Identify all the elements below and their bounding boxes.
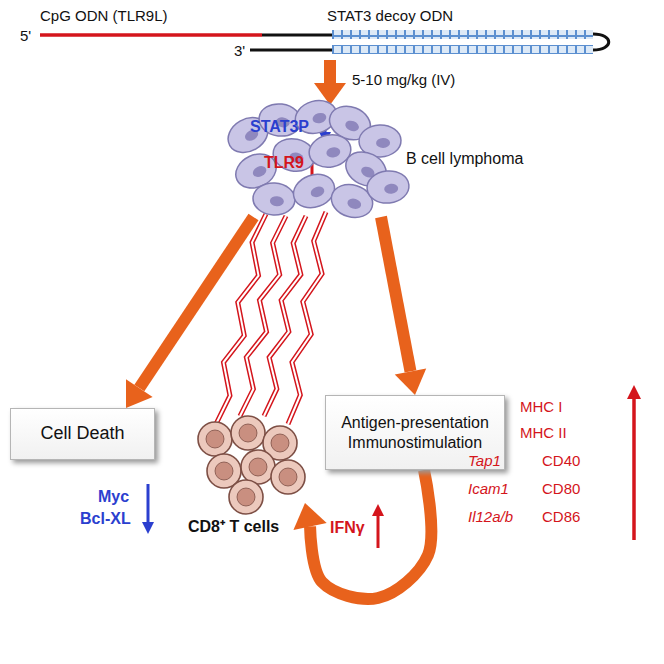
marker-label: MHC II (520, 424, 567, 442)
arrow-head (395, 368, 426, 395)
decoy-strand (332, 30, 593, 39)
strand-end: 5' (20, 27, 31, 45)
lymphoma-cluster: STAT3PTLR9B cell lymphoma (228, 105, 398, 217)
arrow-shaft (324, 60, 336, 83)
arrow-shaft (310, 470, 431, 599)
lightning-bolt (288, 212, 326, 424)
arrow-shaft (139, 217, 253, 388)
gene-label: Il12a/b (468, 508, 513, 526)
t-cell (241, 450, 275, 484)
strand-end: 3' (234, 42, 245, 60)
arrow-head (126, 379, 153, 408)
node-label: CD8⁺ T cells (188, 517, 279, 536)
node-label: CpG ODN (TLR9L) (40, 7, 168, 25)
arrow-shaft (381, 217, 410, 371)
cpg-strand (40, 33, 262, 37)
cytokine-label: IFNγ (330, 518, 365, 537)
hairpin-loop (593, 34, 609, 50)
node-label: STAT3 decoy ODN (327, 7, 453, 25)
up-arrow (632, 392, 636, 540)
t-cells (190, 415, 305, 515)
gene-label: Myc (98, 487, 129, 506)
lightning-bolt (240, 216, 286, 416)
flow-arrow (293, 470, 431, 599)
oligo-strands (40, 30, 609, 54)
t-cell (231, 416, 265, 450)
t-cell (229, 480, 263, 514)
oligo-construct: CpG ODN (TLR9L) STAT3 decoy ODN (15, 5, 615, 60)
flow-arrow (126, 217, 254, 408)
flow-arrow (381, 217, 426, 395)
marker-label: CD40 (542, 452, 580, 470)
marker-label: CD86 (542, 508, 580, 526)
flow-arrow (314, 60, 346, 105)
box-title: Cell Death (40, 423, 124, 445)
decoy-strand (332, 45, 593, 54)
arrow-head (293, 503, 326, 530)
tumor-cell (365, 169, 410, 205)
lightning-bolt (240, 216, 286, 416)
up-arrow (377, 510, 380, 548)
marker-label: MHC I (520, 398, 563, 416)
dose-label: 5-10 mg/kg (IV) (350, 71, 457, 89)
linker-strand (250, 49, 332, 52)
t-cell-cluster: CD8⁺ T cells (190, 415, 305, 515)
marker-label: CD80 (542, 480, 580, 498)
t-cell (198, 422, 232, 456)
box-title: Antigen-presentation Immunostimulation (336, 413, 494, 451)
t-cell (271, 460, 305, 494)
gene-label: Tap1 (468, 452, 501, 470)
linker-strand (262, 34, 332, 37)
node-label: TLR9 (264, 153, 304, 172)
tumor-cell (252, 182, 296, 216)
gene-label: Bcl-XL (80, 509, 131, 528)
outcome-box: Cell Death (10, 408, 155, 460)
lightning-bolt (288, 212, 326, 424)
down-arrow (147, 484, 150, 528)
tumor-cell (289, 169, 339, 213)
gene-label: Icam1 (468, 480, 509, 498)
node-label: B cell lymphoma (406, 149, 523, 168)
node-label: STAT3P (250, 117, 309, 136)
